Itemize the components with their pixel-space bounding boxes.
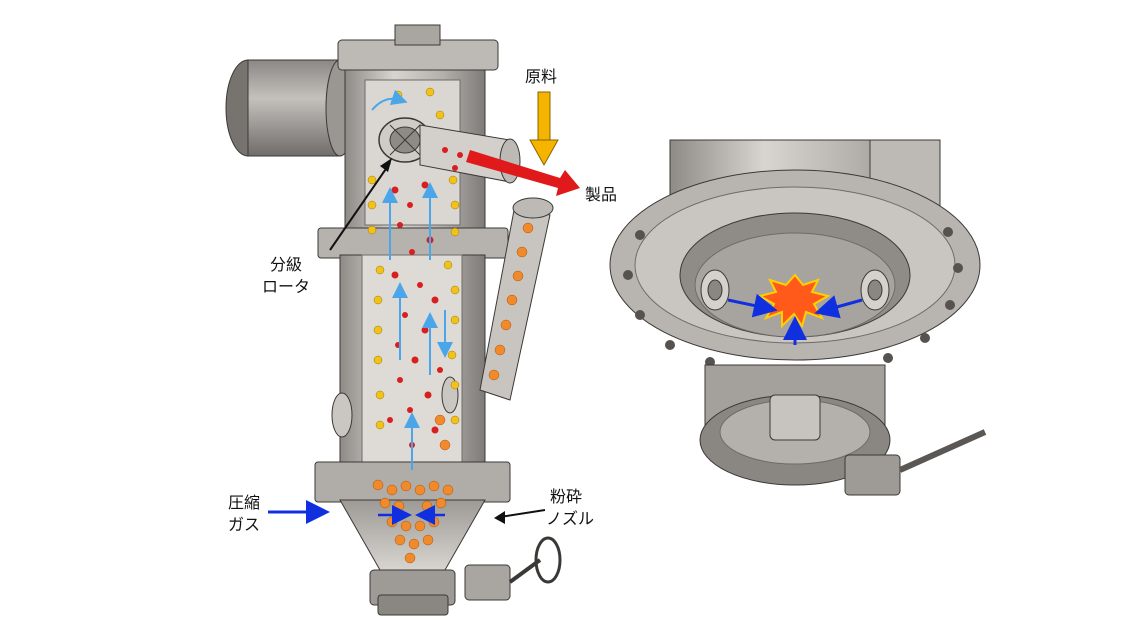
nozzle-detail-view: [609, 139, 987, 496]
particles-yellow: [367, 87, 460, 430]
jet-mill-cutaway: [225, 24, 562, 616]
motor: [225, 59, 355, 157]
classifier-rotor-label-2: ロータ: [262, 277, 310, 296]
nozzle-pointer-head: [494, 511, 505, 524]
compressed-gas-label-1: 圧縮: [228, 493, 260, 512]
grinding-bowl: [339, 499, 486, 616]
raw-material-label: 原料: [525, 67, 557, 86]
classifier-rotor-pointer: [329, 162, 391, 251]
classifier-rotor-label-1: 分級: [270, 255, 302, 274]
raw-material-arrow: [529, 91, 559, 167]
classifier-rotor: [378, 117, 432, 163]
detail-gas-jets: [727, 293, 863, 345]
product-arrow: [466, 150, 580, 196]
product-label: 製品: [585, 185, 617, 204]
classifier-rotor-pointer-head: [380, 158, 392, 172]
nozzle-pointer: [499, 509, 546, 518]
airflow-arrows: [371, 89, 453, 470]
nozzle-label-1: 粉砕: [550, 487, 582, 506]
handwheel-valve: [464, 536, 562, 601]
compressed-gas-label-2: ガス: [228, 515, 260, 534]
nozzle-label-2: ノズル: [546, 509, 594, 528]
